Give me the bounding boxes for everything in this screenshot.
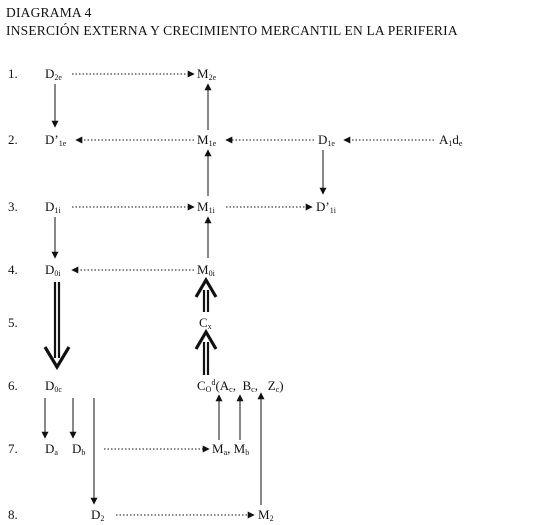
node-cx: Cx (199, 315, 212, 331)
row-number-6: 6. (8, 378, 18, 393)
double-arrow-d0i-d0c (43, 282, 71, 371)
node-d0c: D0c (45, 378, 62, 394)
node-d1e: D1e (318, 132, 335, 148)
node-m1i: M1i (197, 199, 215, 215)
double-arrow-c0d-cx (194, 328, 218, 375)
double-arrow-cx-m0i (194, 276, 218, 312)
node-d-prime-1e: D’1e (45, 132, 67, 148)
node-d1i: D1i (45, 199, 61, 215)
diagram-title: INSERCIÓN EXTERNA Y CRECIMIENTO MERCANTI… (6, 23, 458, 38)
node-m2e: M2e (197, 66, 217, 82)
row-number-2: 2. (8, 132, 18, 147)
row-number-1: 1. (8, 66, 18, 81)
node-db: Db (72, 441, 86, 457)
row-number-4: 4. (8, 262, 18, 277)
node-d-prime-1i: D’1i (316, 199, 336, 215)
node-m0i: M0i (197, 262, 215, 278)
row-number-7: 7. (8, 441, 18, 456)
node-d0i: D0i (45, 262, 61, 278)
node-ma-mb: Ma, Mb (212, 441, 250, 457)
row-number-3: 3. (8, 199, 18, 214)
node-c0d: COd(Ac, Bc, Zc) (197, 378, 284, 394)
node-d2: D2 (91, 507, 105, 523)
node-da: Da (45, 441, 58, 457)
node-m2: M2 (258, 507, 274, 523)
node-m1e: M1e (197, 132, 217, 148)
diagram-number: DIAGRAMA 4 (6, 5, 92, 20)
node-d2e: D2e (45, 66, 62, 82)
row-number-5: 5. (8, 315, 18, 330)
node-a1de: A1de (439, 132, 463, 148)
row-number-8: 8. (8, 507, 18, 522)
